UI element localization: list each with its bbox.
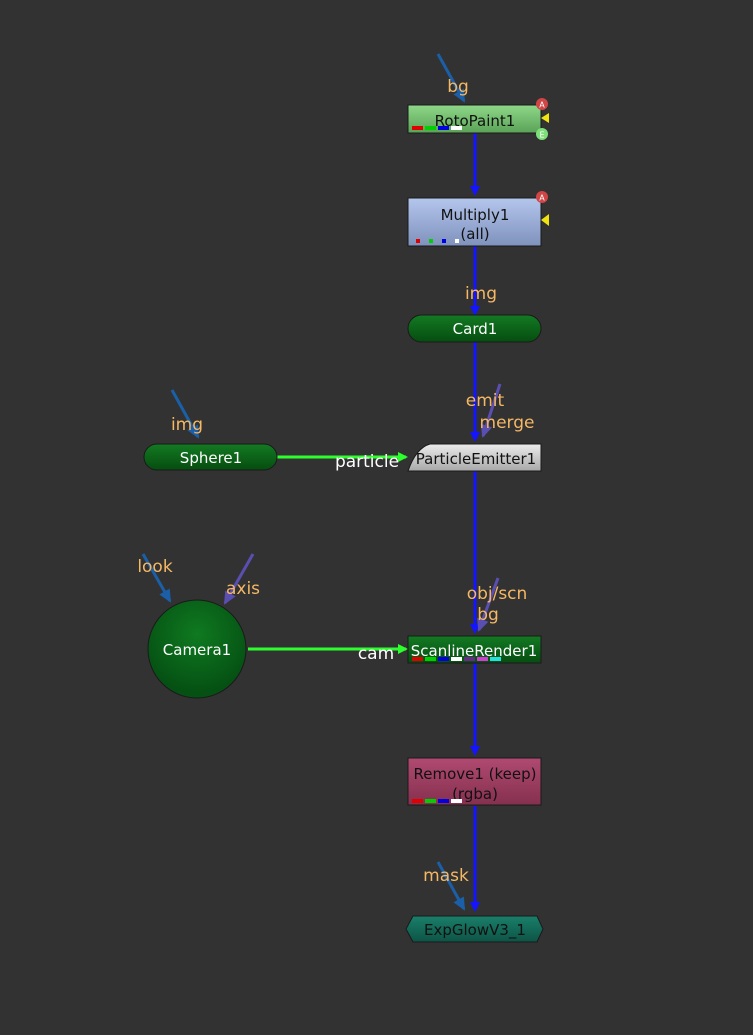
- input-label-emit: emit: [466, 391, 505, 411]
- node-subtitle: (rgba): [452, 785, 498, 803]
- input-label-particle: particle: [335, 452, 399, 472]
- input-label-img: img: [465, 284, 497, 304]
- node-label: Multiply1: [441, 206, 510, 224]
- node-label: RotoPaint1: [435, 112, 516, 130]
- channel-swatches: [412, 799, 462, 803]
- node-sphere[interactable]: Sphere1: [143, 443, 278, 471]
- node-label: ExpGlowV3_1: [424, 921, 526, 940]
- input-label-mask: mask: [423, 866, 469, 886]
- pipes: [248, 133, 480, 912]
- svg-text:A: A: [539, 101, 545, 110]
- input-label-cam: cam: [358, 644, 394, 664]
- node-label: Card1: [453, 320, 498, 338]
- input-label-look: look: [137, 557, 173, 577]
- stub-emitter-merge[interactable]: [480, 383, 502, 438]
- input-label-img: img: [171, 415, 203, 435]
- channel-swatches: [412, 657, 501, 661]
- input-label-bg: bg: [477, 605, 499, 625]
- input-label-bg: bg: [447, 77, 469, 97]
- stub-expglow-mask[interactable]: [436, 861, 466, 911]
- stub-camera-axis[interactable]: [223, 553, 255, 605]
- input-label-merge: merge: [480, 413, 535, 433]
- node-rotopaint[interactable]: RotoPaint1 A E: [407, 98, 549, 140]
- stub-sphere-img[interactable]: [170, 389, 200, 439]
- node-multiply[interactable]: Multiply1 (all) A: [407, 191, 549, 247]
- mask-input-triangle-icon[interactable]: [541, 113, 549, 123]
- svg-text:A: A: [539, 194, 545, 203]
- node-label: Camera1: [163, 641, 231, 659]
- a-badge-icon: A: [536, 191, 548, 203]
- node-card[interactable]: Card1: [407, 314, 542, 343]
- node-subtitle: (all): [460, 225, 489, 243]
- node-remove[interactable]: Remove1 (keep) (rgba): [407, 757, 542, 806]
- input-label-axis: axis: [226, 579, 260, 599]
- node-scanline-render[interactable]: ScanlineRender1: [407, 635, 542, 664]
- e-badge-icon: E: [536, 128, 548, 140]
- channel-swatches: [412, 126, 462, 130]
- stub-camera-look[interactable]: [141, 553, 172, 603]
- node-label: ScanlineRender1: [411, 642, 537, 660]
- mask-input-triangle-icon[interactable]: [541, 214, 549, 226]
- channel-swatches: [416, 239, 459, 243]
- input-label-obj-scn: obj/scn: [467, 584, 528, 604]
- svg-text:E: E: [539, 131, 544, 140]
- node-expglow[interactable]: ExpGlowV3_1: [405, 915, 544, 943]
- input-stubs: [141, 53, 502, 911]
- stub-rotopaint-bg[interactable]: [436, 53, 466, 103]
- stub-scanline-bg[interactable]: [477, 577, 500, 632]
- node-label: Remove1 (keep): [413, 765, 536, 783]
- node-label: Sphere1: [180, 449, 242, 467]
- node-camera[interactable]: Camera1: [147, 599, 247, 699]
- a-badge-icon: A: [536, 98, 548, 110]
- node-particle-emitter[interactable]: ParticleEmitter1: [407, 443, 542, 472]
- node-label: ParticleEmitter1: [416, 450, 536, 468]
